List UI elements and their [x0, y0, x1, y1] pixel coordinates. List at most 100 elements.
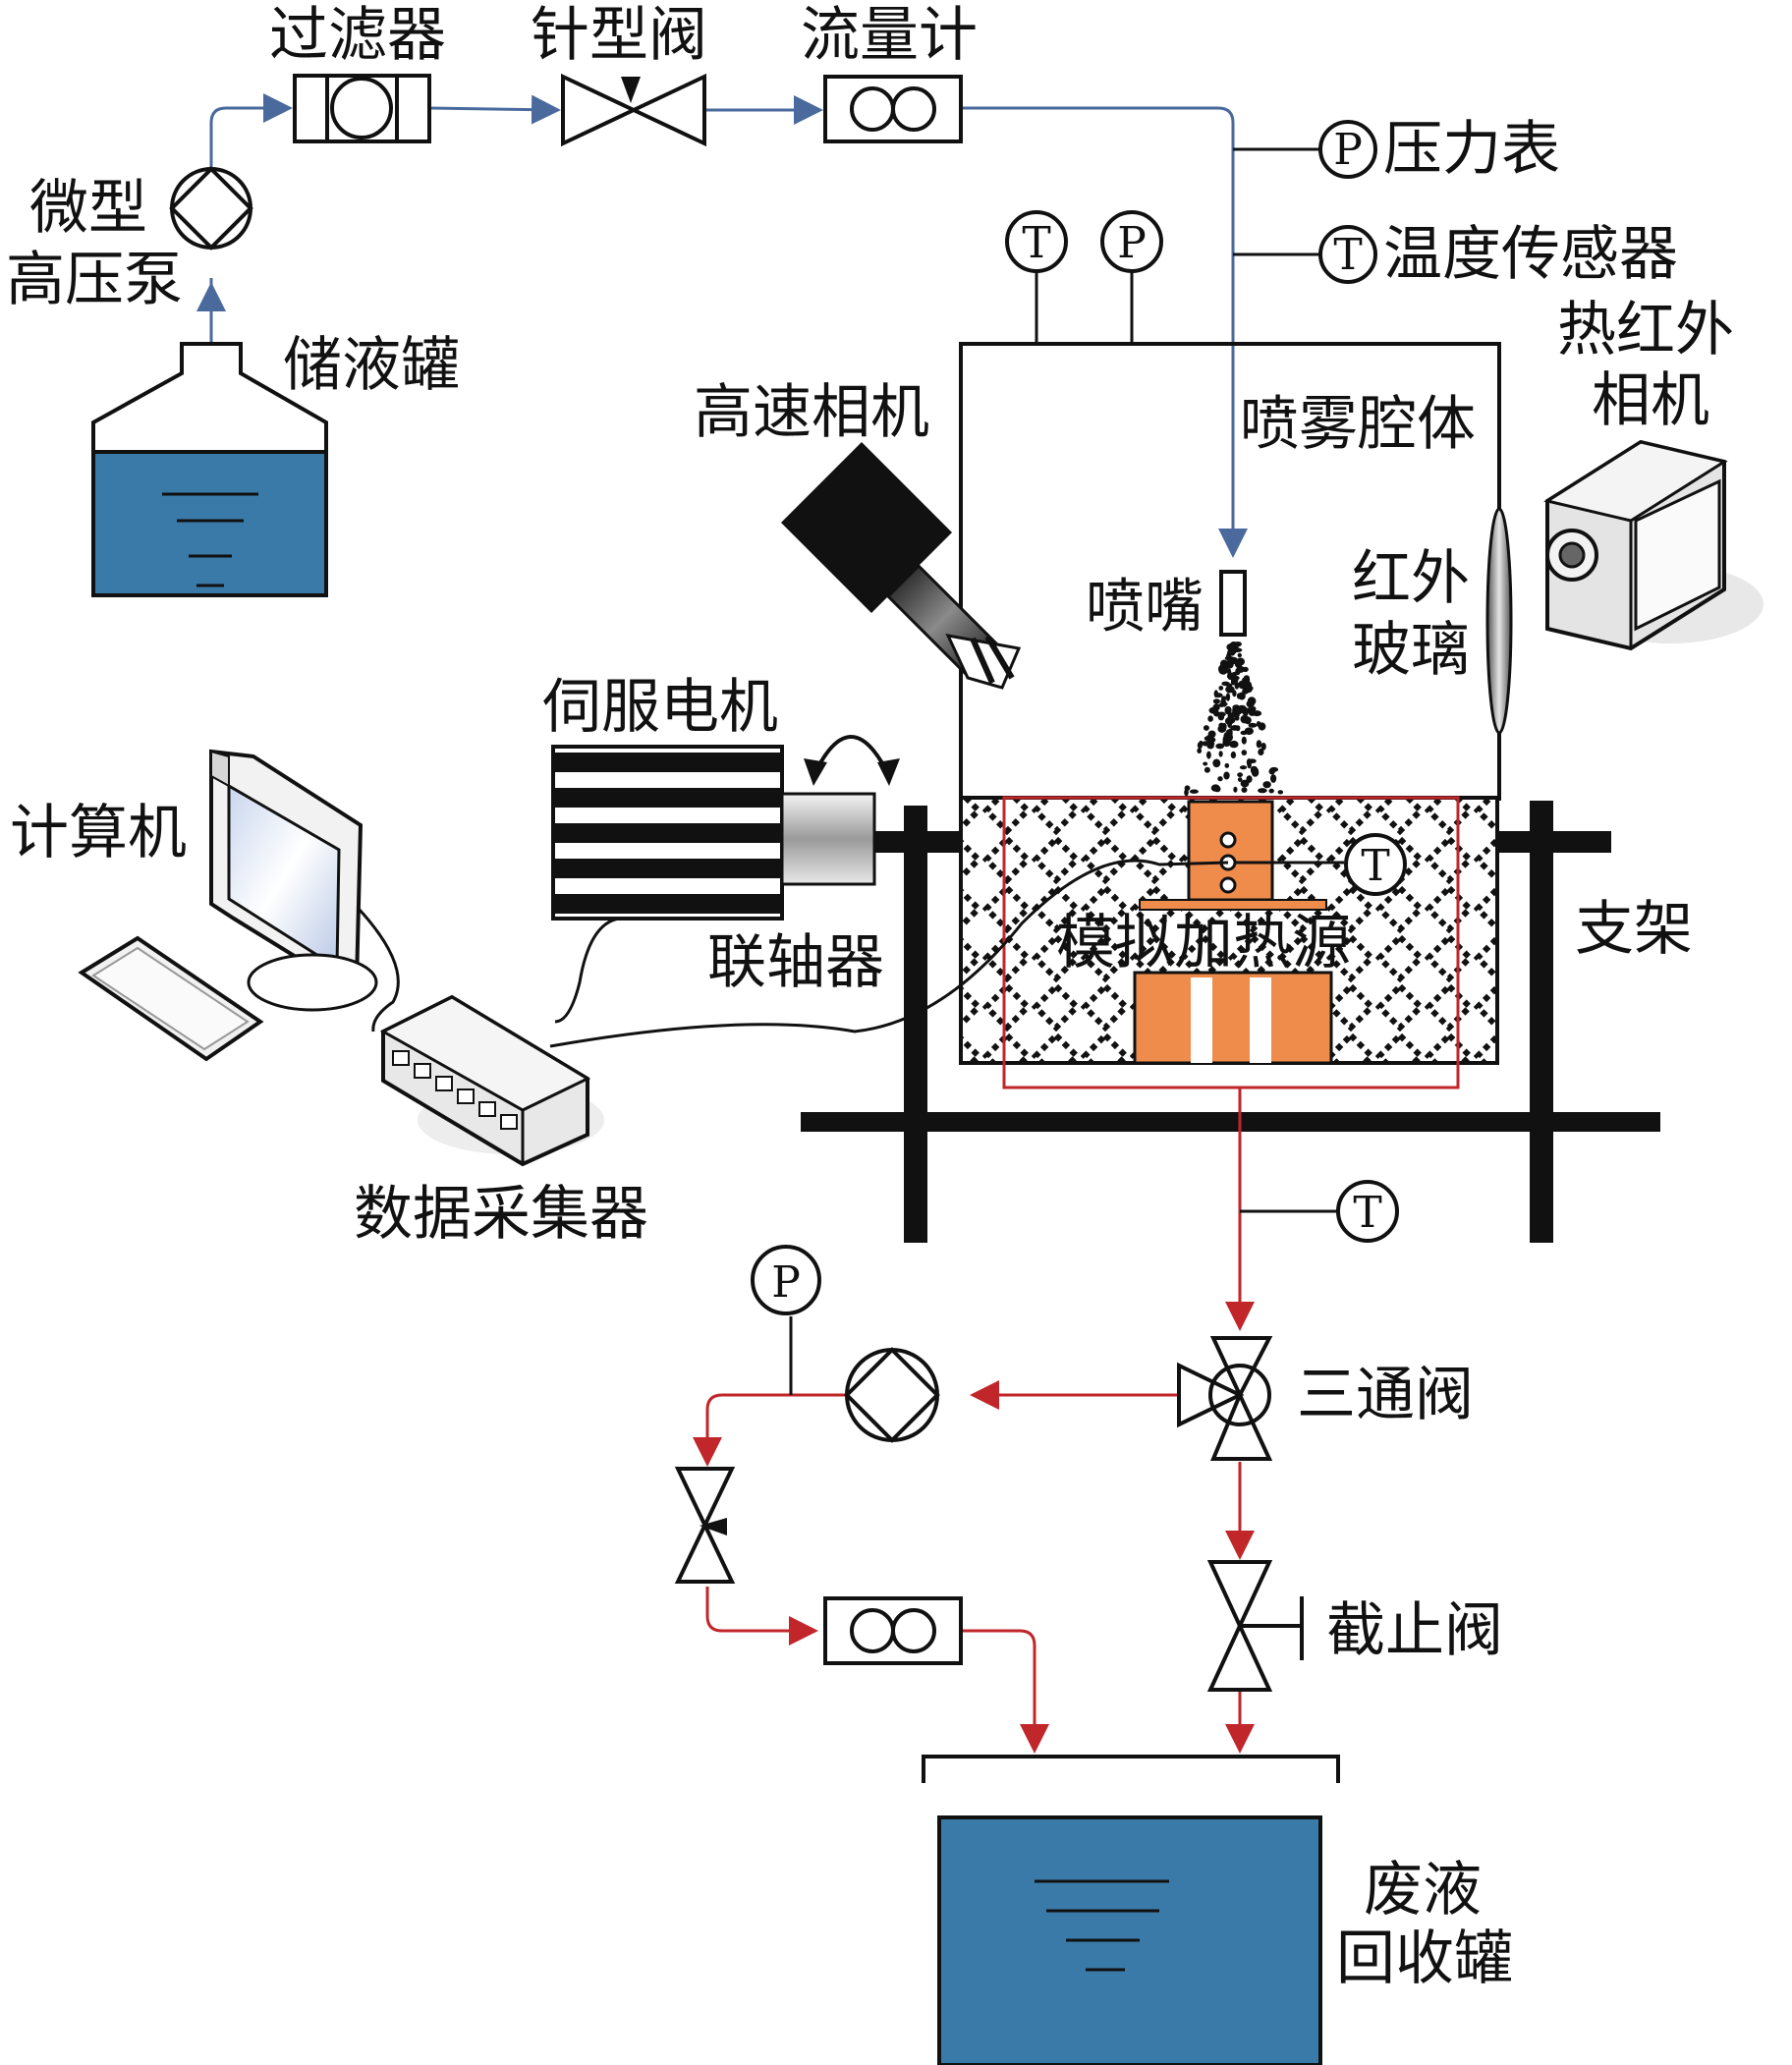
spray-droplet	[1262, 781, 1271, 789]
three-way-valve-icon	[1177, 1336, 1273, 1461]
spray-droplet	[1212, 703, 1220, 711]
spray-droplet	[1184, 789, 1189, 797]
spray-droplet	[1258, 788, 1267, 794]
needle-valve-icon	[561, 73, 706, 147]
storage-tank	[91, 342, 328, 597]
spray-droplet	[1256, 721, 1261, 727]
heater-temperature-sensor-icon	[1344, 833, 1407, 896]
servo-motor-label: 伺服电机	[542, 673, 778, 742]
waste-tank-label: 废液	[1364, 1856, 1482, 1925]
pressure-legend-symbol: P	[1333, 125, 1363, 175]
stop-valve-icon	[1206, 1560, 1304, 1692]
spray-droplet	[1226, 650, 1232, 658]
spray-droplet	[1260, 743, 1266, 751]
spray-droplet	[1227, 668, 1232, 676]
pressure-gauge-label: 压力表	[1383, 115, 1560, 184]
legend: P 压力表 T 温度传感器	[1233, 115, 1678, 289]
spray-droplet	[1234, 682, 1240, 690]
stop-valve-label: 截止阀	[1326, 1596, 1503, 1665]
three-way-valve-label: 三通阀	[1297, 1361, 1474, 1429]
ir-glass-icon	[1485, 507, 1513, 735]
waste-tank	[922, 1755, 1340, 2065]
spray-droplet	[1270, 774, 1277, 783]
spray-cone	[1184, 642, 1284, 797]
temperature-legend-symbol: T	[1333, 230, 1362, 280]
spray-droplet	[1228, 643, 1237, 650]
spray-droplet	[1231, 679, 1236, 684]
spray-droplet	[1206, 751, 1211, 759]
spray-droplet	[1239, 765, 1248, 770]
coupling-icon	[780, 792, 876, 886]
nozzle-label: 喷嘴	[1086, 573, 1204, 642]
signal-cables	[357, 859, 1229, 1048]
spray-droplet	[1277, 790, 1284, 795]
return-pump-icon	[844, 1347, 940, 1443]
spray-droplet	[1224, 762, 1230, 768]
daq-port-icon	[392, 1050, 518, 1130]
return-line	[693, 1088, 1255, 1754]
spray-droplet	[1225, 686, 1235, 694]
simulated-heat-source	[1133, 800, 1344, 1065]
spray-droplet	[1220, 701, 1228, 706]
nozzle-icon	[1219, 570, 1247, 637]
spray-droplet	[1218, 751, 1223, 757]
spray-droplet	[1237, 777, 1243, 782]
spray-droplet	[1218, 686, 1224, 691]
spray-droplet	[1241, 736, 1247, 745]
return-flowmeter-icon	[823, 1596, 963, 1665]
ir-glass-label: 红外	[1352, 544, 1470, 613]
support-frame	[801, 801, 1660, 1243]
spray-droplet	[1244, 716, 1252, 725]
daq-label: 数据采集器	[354, 1180, 648, 1249]
spray-droplet	[1221, 696, 1227, 701]
spray-droplet	[1204, 766, 1210, 773]
pipe-flowmeter-to-nozzle	[961, 106, 1248, 558]
outlet-temperature-sensor-icon	[1336, 1180, 1399, 1243]
chamber-pressure-symbol: P	[1117, 218, 1147, 268]
spray-droplet	[1246, 775, 1253, 783]
ir-camera-label: 热红外	[1557, 296, 1734, 364]
return-pressure-symbol: P	[771, 1257, 801, 1308]
micro-pump-label: 微型	[29, 174, 147, 243]
filter-icon	[293, 74, 431, 143]
spray-droplet	[1207, 715, 1213, 722]
spray-droplet	[1217, 776, 1223, 782]
spray-droplet	[1203, 725, 1209, 731]
supply-line	[196, 93, 1248, 558]
spray-droplet	[1229, 740, 1239, 749]
spray-droplet	[1224, 705, 1232, 715]
spray-droplet	[1234, 706, 1239, 715]
spray-droplet	[1189, 789, 1199, 794]
spray-droplet	[1207, 730, 1216, 739]
ir-camera-label-2: 相机	[1592, 366, 1709, 435]
spray-droplet	[1240, 779, 1250, 788]
computer-icon	[78, 749, 378, 1062]
spray-droplet	[1236, 657, 1245, 666]
storage-tank-label: 储液罐	[283, 331, 460, 400]
chamber-temperature-symbol: T	[1022, 218, 1050, 268]
spray-droplet	[1239, 706, 1248, 711]
return-pressure-gauge-icon	[751, 1245, 821, 1315]
temperature-legend-icon	[1318, 225, 1377, 284]
heat-source-label: 模拟加热源	[1056, 909, 1351, 977]
spray-droplet	[1251, 706, 1257, 712]
spray-droplet	[1210, 784, 1220, 792]
spray-chamber-label: 喷雾腔体	[1240, 390, 1476, 459]
spray-droplet	[1256, 741, 1262, 747]
spray-droplet	[1224, 717, 1234, 725]
spray-droplet	[1225, 660, 1234, 669]
filter-label: 过滤器	[269, 1, 446, 70]
spray-droplet	[1212, 698, 1220, 704]
flowmeter-label: 流量计	[801, 1, 978, 70]
pressure-legend-icon	[1318, 120, 1377, 179]
spray-droplet	[1205, 736, 1216, 744]
temperature-sensor-label: 温度传感器	[1383, 220, 1678, 289]
pipe-flowmeter-to-tank	[961, 1629, 1049, 1754]
servo-motor-icon	[551, 735, 900, 921]
data-acquisition-icon	[379, 994, 604, 1167]
waste-tank-label-2: 回收罐	[1336, 1925, 1513, 1993]
spray-droplet	[1238, 692, 1246, 700]
spray-droplet	[1248, 722, 1258, 728]
spray-droplet	[1217, 711, 1226, 717]
